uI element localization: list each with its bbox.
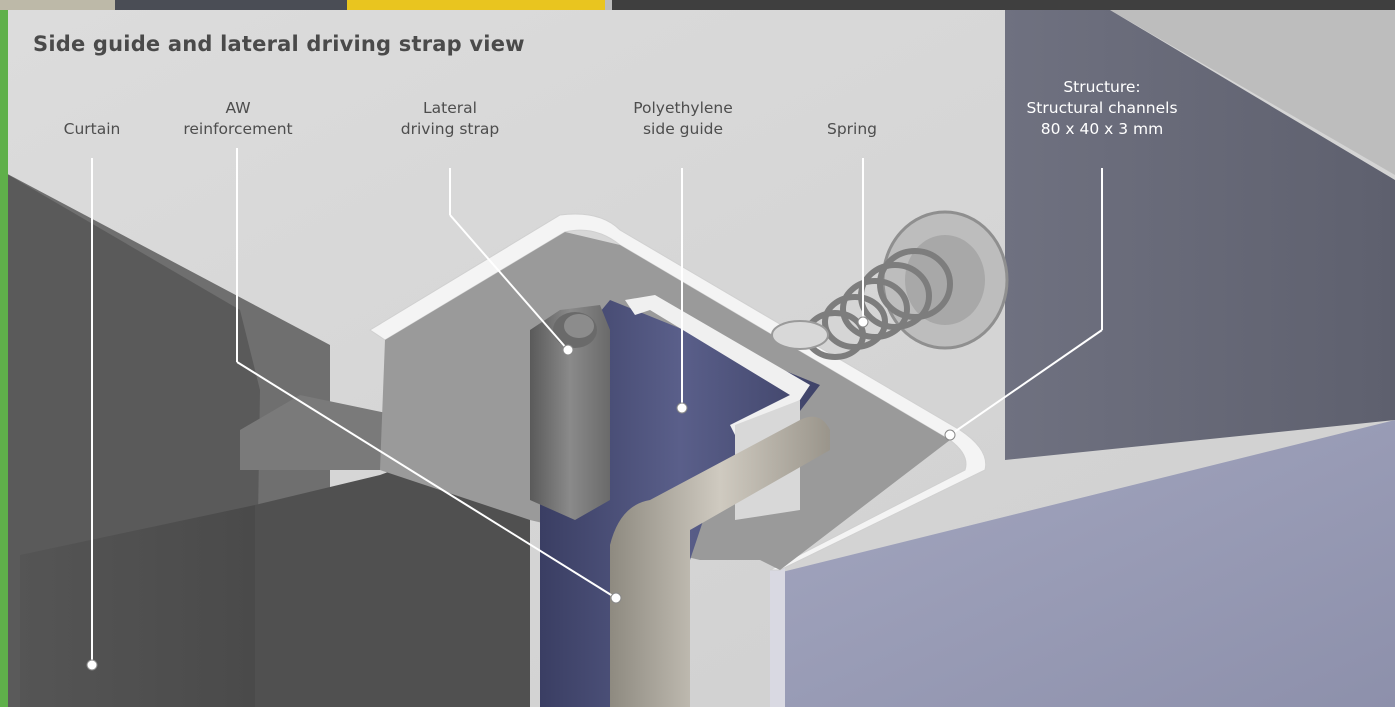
label-spring: Spring (826, 120, 878, 138)
curtain-top-step (240, 395, 420, 470)
structural-channel (369, 213, 987, 571)
label-structure: Structure: Structural channels 80 x 40 x… (1026, 78, 1178, 138)
lateral-driving-strap (530, 305, 610, 520)
top-strip-black (612, 0, 1395, 10)
label-curtain: Curtain (63, 120, 121, 138)
dot-aw (610, 592, 622, 604)
dot-guide (676, 402, 688, 414)
top-strip-dark (115, 0, 347, 10)
leader-structure-diagonal (949, 329, 1103, 436)
label-aw-reinforcement: AW reinforcement (183, 99, 293, 138)
label-polyethylene-side-guide: Polyethylene side guide (633, 99, 733, 138)
lateral-panel (770, 420, 1395, 707)
spring-plate-inner (905, 235, 985, 325)
dot-strap (562, 344, 574, 356)
label-lateral-driving-strap: Lateral driving strap (400, 99, 500, 138)
leader-lines (91, 148, 1103, 665)
right-wall (1005, 10, 1395, 460)
leader-aw-diagonal (236, 361, 617, 599)
brand-green-edge (0, 0, 8, 707)
top-strip-yellow (347, 0, 605, 10)
top-strip-gray (0, 0, 115, 10)
diagram-title: Side guide and lateral driving strap vie… (33, 32, 525, 56)
leader-strap-diagonal (449, 214, 569, 351)
spring-coils (804, 248, 953, 360)
strap-button-top (564, 314, 594, 338)
dot-curtain (86, 659, 98, 671)
aw-reinforcement (610, 416, 830, 707)
inner-bracket (625, 295, 810, 435)
dot-spring (857, 316, 869, 328)
dot-structure (944, 429, 956, 441)
spring-base (771, 320, 829, 350)
leader-dots (86, 316, 956, 671)
curtain-lower (20, 505, 255, 707)
lateral-panel-edge (770, 565, 785, 707)
